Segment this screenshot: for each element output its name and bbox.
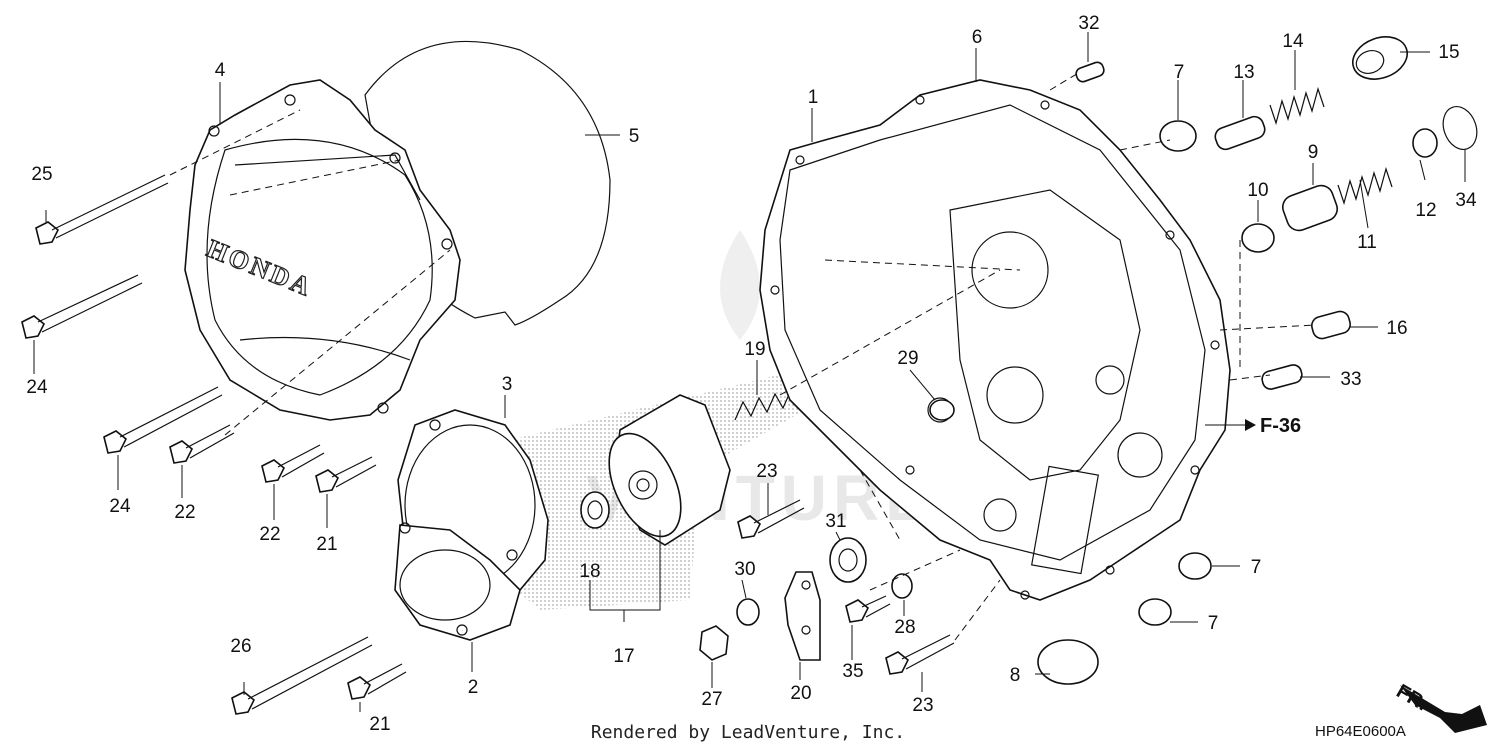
plug-8 — [1037, 639, 1099, 685]
cap-7-right — [1178, 552, 1212, 580]
callout-23b: 23 — [912, 695, 933, 716]
washer-12 — [1412, 128, 1438, 158]
callout-23a: 23 — [756, 461, 777, 482]
clip-34 — [1442, 106, 1478, 150]
bolt-22b — [261, 444, 325, 483]
callout-11: 11 — [1357, 232, 1377, 253]
callout-27: 27 — [701, 689, 722, 710]
callout-1: 1 — [808, 87, 819, 108]
dowel-32 — [1075, 61, 1105, 83]
washer-28 — [891, 573, 913, 599]
cap-7-top — [1159, 120, 1197, 152]
oil-filter — [580, 394, 731, 546]
leader-lines — [33, 32, 1466, 712]
dowel-33 — [1261, 364, 1303, 390]
callout-19: 19 — [744, 339, 765, 360]
callout-24a: 24 — [26, 377, 48, 398]
bolt-21b — [347, 663, 407, 700]
callout-31: 31 — [825, 511, 846, 532]
alignment-lines — [169, 71, 1316, 641]
callout-7-lower: 7 — [1208, 613, 1219, 634]
render-credit: Rendered by LeadVenture, Inc. — [591, 722, 905, 743]
bolt-21a — [315, 456, 377, 493]
bolt-26 — [231, 636, 373, 715]
callout-18: 18 — [579, 561, 600, 582]
callout-15: 15 — [1438, 42, 1459, 63]
bolt-22a — [169, 424, 235, 464]
cap-7-lower — [1138, 598, 1172, 626]
callout-34: 34 — [1455, 190, 1477, 211]
bolts — [21, 174, 955, 715]
bolt-23b — [885, 634, 955, 675]
callout-16: 16 — [1386, 318, 1407, 339]
callout-26: 26 — [230, 636, 251, 657]
plug-15 — [1352, 36, 1408, 80]
nut-27 — [699, 625, 729, 661]
callout-22b: 22 — [174, 502, 195, 523]
bolt-23a — [737, 499, 805, 539]
callout-9: 9 — [1308, 142, 1319, 163]
sleeve-9 — [1281, 184, 1339, 232]
reference-label: F-36 — [1260, 415, 1301, 437]
callout-33: 33 — [1340, 369, 1361, 390]
callout-29: 29 — [897, 348, 918, 369]
washer-30 — [736, 598, 760, 626]
callout-6: 6 — [972, 27, 983, 48]
callout-8: 8 — [1010, 665, 1021, 686]
front-direction-arrow: FR. — [1393, 680, 1487, 733]
collar-10 — [1241, 223, 1275, 253]
callout-3: 3 — [502, 374, 513, 395]
callout-labels: 25 24 24 22 22 21 26 21 4 5 3 2 1 6 32 7… — [26, 13, 1477, 735]
right-crankcase-cover — [759, 79, 1231, 601]
small-parts — [699, 36, 1478, 685]
spring-14 — [1269, 86, 1325, 126]
diagram-code: HP64E0600A — [1315, 723, 1406, 740]
callout-20: 20 — [790, 683, 811, 704]
callout-4: 4 — [215, 60, 226, 81]
callout-25: 25 — [31, 164, 52, 185]
callout-28: 28 — [894, 617, 915, 638]
dowel-16 — [1311, 310, 1351, 340]
bolt-25 — [35, 174, 169, 245]
callout-13: 13 — [1233, 62, 1254, 83]
seal-29 — [929, 399, 955, 421]
callout-5: 5 — [629, 126, 640, 147]
callout-14: 14 — [1282, 31, 1304, 52]
valve-13 — [1214, 115, 1266, 151]
bolt-24b — [103, 386, 223, 454]
callout-24b: 24 — [109, 496, 131, 517]
callout-35: 35 — [842, 661, 863, 682]
callout-7-top: 7 — [1174, 62, 1185, 83]
callout-7-right: 7 — [1251, 557, 1262, 578]
bolt-35 — [845, 595, 891, 623]
small-cover — [394, 522, 521, 641]
left-crankcase-cover: HONDA — [184, 79, 461, 421]
callout-10: 10 — [1247, 180, 1268, 201]
spring-11 — [1337, 166, 1393, 206]
callout-2: 2 — [468, 677, 479, 698]
callout-12: 12 — [1415, 200, 1436, 221]
callout-22a: 22 — [259, 524, 280, 545]
callout-17: 17 — [613, 646, 634, 667]
bracket-20 — [784, 571, 821, 661]
callout-32: 32 — [1078, 13, 1099, 34]
callout-21b: 21 — [369, 714, 390, 735]
callout-21a: 21 — [316, 534, 337, 555]
seal-31 — [829, 537, 867, 583]
callout-30: 30 — [734, 559, 755, 580]
bolt-24a — [21, 274, 143, 339]
